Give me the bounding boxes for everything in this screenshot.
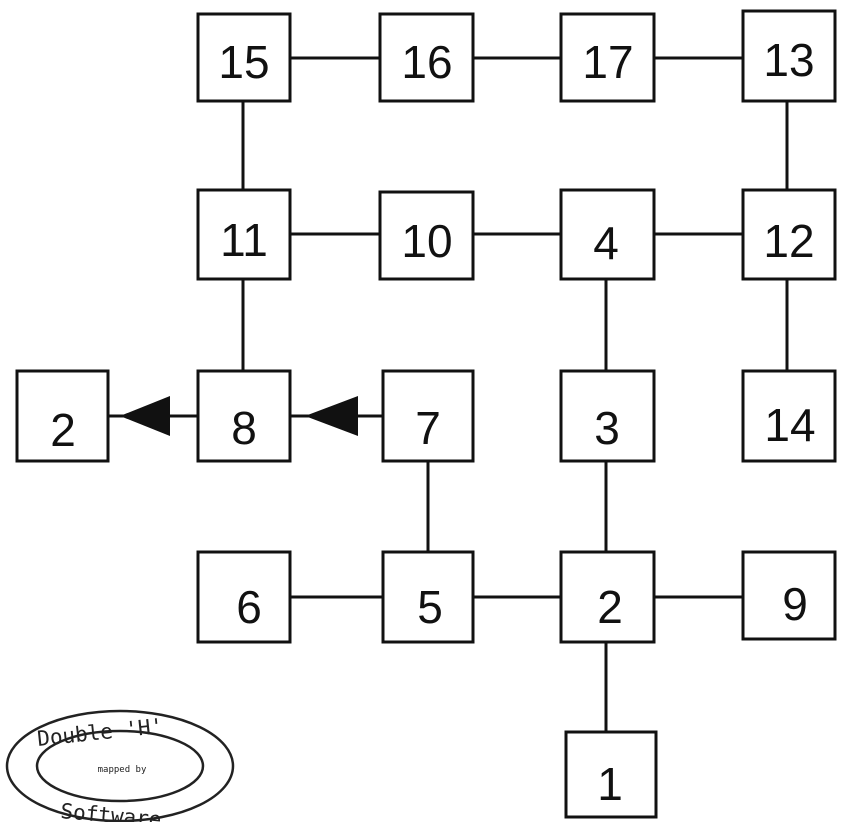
room-10: 10 [378,190,475,281]
room-17-label: 17 [582,36,633,88]
room-2-label: 2 [597,581,623,633]
room-2: 2 [559,550,656,644]
room-12: 12 [741,188,837,281]
room-10-label: 10 [401,215,452,267]
room-9: 9 [741,550,837,641]
room-6-label: 6 [236,581,262,633]
room-5: 5 [381,550,475,644]
room-15-label: 15 [218,36,269,88]
room-11-label: 11 [220,214,268,266]
room-14-label: 14 [764,399,815,451]
room-9-label: 9 [782,578,808,630]
room-6: 6 [196,550,292,644]
room-7-label: 7 [415,402,441,454]
stamp-outer-ring [5,709,235,822]
room-12-label: 12 [763,215,814,267]
double-h-software-stamp: Double 'H' mapped by Software [5,709,235,822]
room-7: 7 [381,369,475,463]
room-1: 1 [564,730,658,819]
room-5-label: 5 [417,581,443,633]
room-8: 8 [196,369,292,463]
room-4: 4 [559,188,656,281]
arrow-7-to-8 [305,396,358,436]
room-3-label: 3 [594,402,620,454]
room-14: 14 [741,369,837,463]
room-13: 13 [741,9,837,103]
room-13-label: 13 [763,34,814,86]
room-8-label: 8 [231,402,257,454]
stamp-middle-text: mapped by [98,765,147,775]
stamp-top-text: Double 'H' [36,714,164,751]
room-4-label: 4 [593,217,619,269]
room-17: 17 [559,12,656,103]
room-2-exit: 2 [15,369,110,463]
room-3: 3 [559,369,656,463]
room-16-label: 16 [401,36,452,88]
stamp-inner-ring [35,729,205,803]
room-11: 11 [196,188,292,281]
room-1-label: 1 [597,758,623,810]
room-16: 16 [378,12,475,103]
stamp-bottom-text: Software [60,799,163,822]
room-2-exit-label: 2 [50,404,76,456]
arrow-8-to-2 [120,396,170,436]
room-15: 15 [196,12,292,103]
